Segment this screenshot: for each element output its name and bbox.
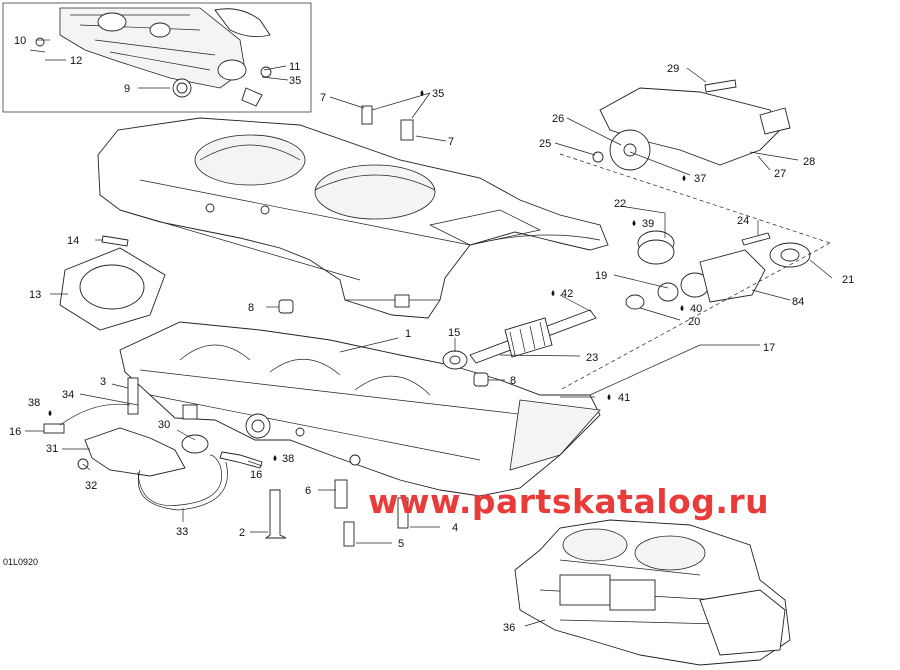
callout-37: 37 — [694, 173, 706, 185]
drop-icon — [420, 90, 424, 96]
callout-84: 84 — [792, 296, 804, 308]
callout-3: 3 — [100, 376, 106, 388]
drop-icon — [680, 305, 684, 311]
callout-30: 30 — [158, 419, 170, 431]
callout-34: 34 — [62, 389, 74, 401]
callout-22: 22 — [614, 198, 626, 210]
callout-40: 40 — [690, 303, 702, 315]
callout-11: 11 — [289, 61, 300, 73]
callout-9: 9 — [124, 83, 130, 95]
callout-1: 1 — [405, 328, 411, 340]
callout-26: 26 — [552, 113, 564, 125]
callout-38: 38 — [28, 397, 40, 409]
callout-32: 32 — [85, 480, 97, 492]
callout-36: 36 — [503, 622, 515, 634]
callout-24: 24 — [737, 215, 749, 227]
lower-crankcase-illustration — [119, 321, 601, 497]
callout-42: 42 — [561, 288, 573, 300]
callout-13: 13 — [29, 289, 41, 301]
callout-38: 38 — [282, 453, 294, 465]
callout-8: 8 — [510, 375, 516, 387]
callout-6: 6 — [305, 485, 311, 497]
callout-15: 15 — [448, 327, 460, 339]
lubricant-drop-markers — [48, 90, 686, 461]
callout-35: 35 — [432, 88, 444, 100]
small-parts-illustration — [43, 105, 489, 547]
callout-16: 16 — [9, 426, 21, 438]
callout-35: 35 — [289, 75, 301, 87]
watermark: www.partskatalog.ru — [368, 482, 770, 521]
callout-8: 8 — [248, 302, 254, 314]
upper-crankcase-illustration — [97, 117, 609, 319]
drop-icon — [273, 455, 277, 461]
callout-19: 19 — [595, 270, 607, 282]
callout-21: 21 — [842, 274, 854, 286]
drop-icon — [551, 290, 555, 296]
callout-20: 20 — [688, 316, 700, 328]
drop-icon — [632, 220, 636, 226]
drop-icon — [607, 394, 611, 400]
callout-39: 39 — [642, 218, 654, 230]
callout-14: 14 — [67, 235, 79, 247]
callout-29: 29 — [667, 63, 679, 75]
callout-28: 28 — [803, 156, 815, 168]
callout-5: 5 — [398, 538, 404, 550]
water-pump-housing-illustration — [592, 79, 791, 171]
callout-25: 25 — [539, 138, 551, 150]
callout-2: 2 — [239, 527, 245, 539]
drop-icon — [682, 175, 686, 181]
callout-27: 27 — [774, 168, 786, 180]
callout-labels: 10 12 9 11 35 7 35 7 29 26 25 28 37 27 2… — [9, 35, 854, 634]
engine-assembly-illustration — [514, 519, 791, 666]
callout-10: 10 — [14, 35, 26, 47]
callout-4: 4 — [452, 522, 458, 534]
callout-12: 12 — [70, 55, 82, 67]
callout-33: 33 — [176, 526, 188, 538]
drop-icon — [48, 410, 52, 416]
callout-23: 23 — [586, 352, 598, 364]
inset-detail-view — [2, 2, 312, 113]
callout-31: 31 — [46, 443, 58, 455]
callout-17: 17 — [763, 342, 775, 354]
callout-7: 7 — [448, 136, 454, 148]
diagram-code: 01L0920 — [3, 557, 39, 567]
callout-41: 41 — [618, 392, 630, 404]
callout-7: 7 — [320, 92, 326, 104]
leader-lines — [25, 39, 833, 627]
callout-16: 16 — [250, 469, 262, 481]
